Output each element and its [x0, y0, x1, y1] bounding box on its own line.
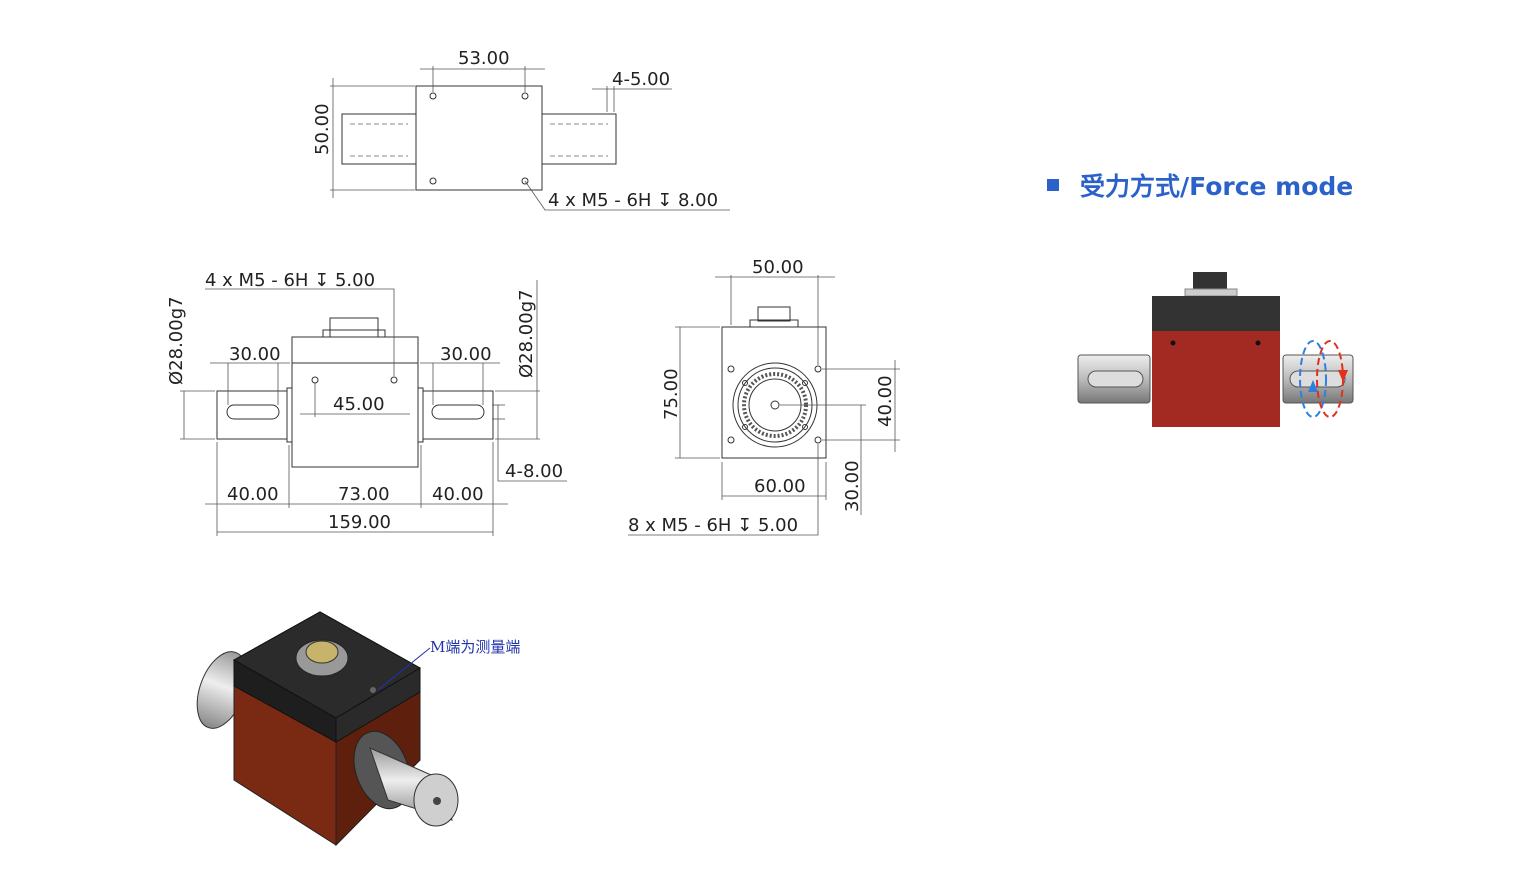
- dim-40-side: 40.00: [875, 375, 896, 427]
- dim-30-left: 30.00: [229, 344, 281, 365]
- callout-leader: [377, 647, 431, 691]
- side-view: 50.00 75.00 40.00 30.00 60.00 8 x M5 - 6…: [628, 257, 900, 536]
- bullet-square-icon: [1047, 179, 1059, 191]
- side-thread-note: 8 x M5 - 6H ↧ 5.00: [628, 515, 798, 536]
- dim-30-side: 30.00: [842, 460, 863, 512]
- iso-view: M端为测量端: [196, 611, 520, 847]
- dim-60: 60.00: [754, 476, 806, 497]
- dim-50-side: 50.00: [752, 257, 804, 278]
- iso-callout: M端为测量端: [430, 638, 520, 656]
- side-body-outline: [721, 326, 827, 459]
- dim-30-right: 30.00: [440, 344, 492, 365]
- top-view: 53.00 4-5.00 50.00 4 x M5 - 6H ↧ 8.00: [312, 48, 730, 211]
- front-right-shaft: [422, 390, 494, 440]
- dim-40-left: 40.00: [227, 484, 279, 505]
- dim-dia-right: Ø28.00g7: [516, 289, 537, 378]
- sensor-body: [1152, 331, 1280, 427]
- force-mode-title: 受力方式/Force mode: [1080, 172, 1353, 201]
- dim-50: 50.00: [312, 103, 333, 155]
- dim-159: 159.00: [328, 512, 391, 533]
- dim-53: 53.00: [458, 48, 510, 69]
- dim-73: 73.00: [338, 484, 390, 505]
- sensor-top: [1152, 296, 1280, 331]
- dim-keyway: 4-8.00: [505, 461, 563, 482]
- front-thread-note: 4 x M5 - 6H ↧ 5.00: [205, 270, 375, 291]
- dim-4-5: 4-5.00: [612, 69, 670, 90]
- top-left-shaft: [341, 113, 417, 165]
- dim-45: 45.00: [333, 394, 385, 415]
- dim-40-right: 40.00: [432, 484, 484, 505]
- dim-dia-left: Ø28.00g7: [166, 296, 187, 385]
- dim-75: 75.00: [661, 368, 682, 420]
- ccw-rotation-arrow-icon: [1299, 340, 1327, 418]
- top-body-outline: [415, 85, 543, 191]
- front-view: 4 x M5 - 6H ↧ 5.00 30.00 30.00 45.00 Ø28…: [166, 270, 567, 536]
- top-thread-note: 4 x M5 - 6H ↧ 8.00: [548, 190, 718, 211]
- top-right-shaft: [541, 113, 617, 165]
- force-mode-section: 受力方式/Force mode: [1047, 172, 1354, 427]
